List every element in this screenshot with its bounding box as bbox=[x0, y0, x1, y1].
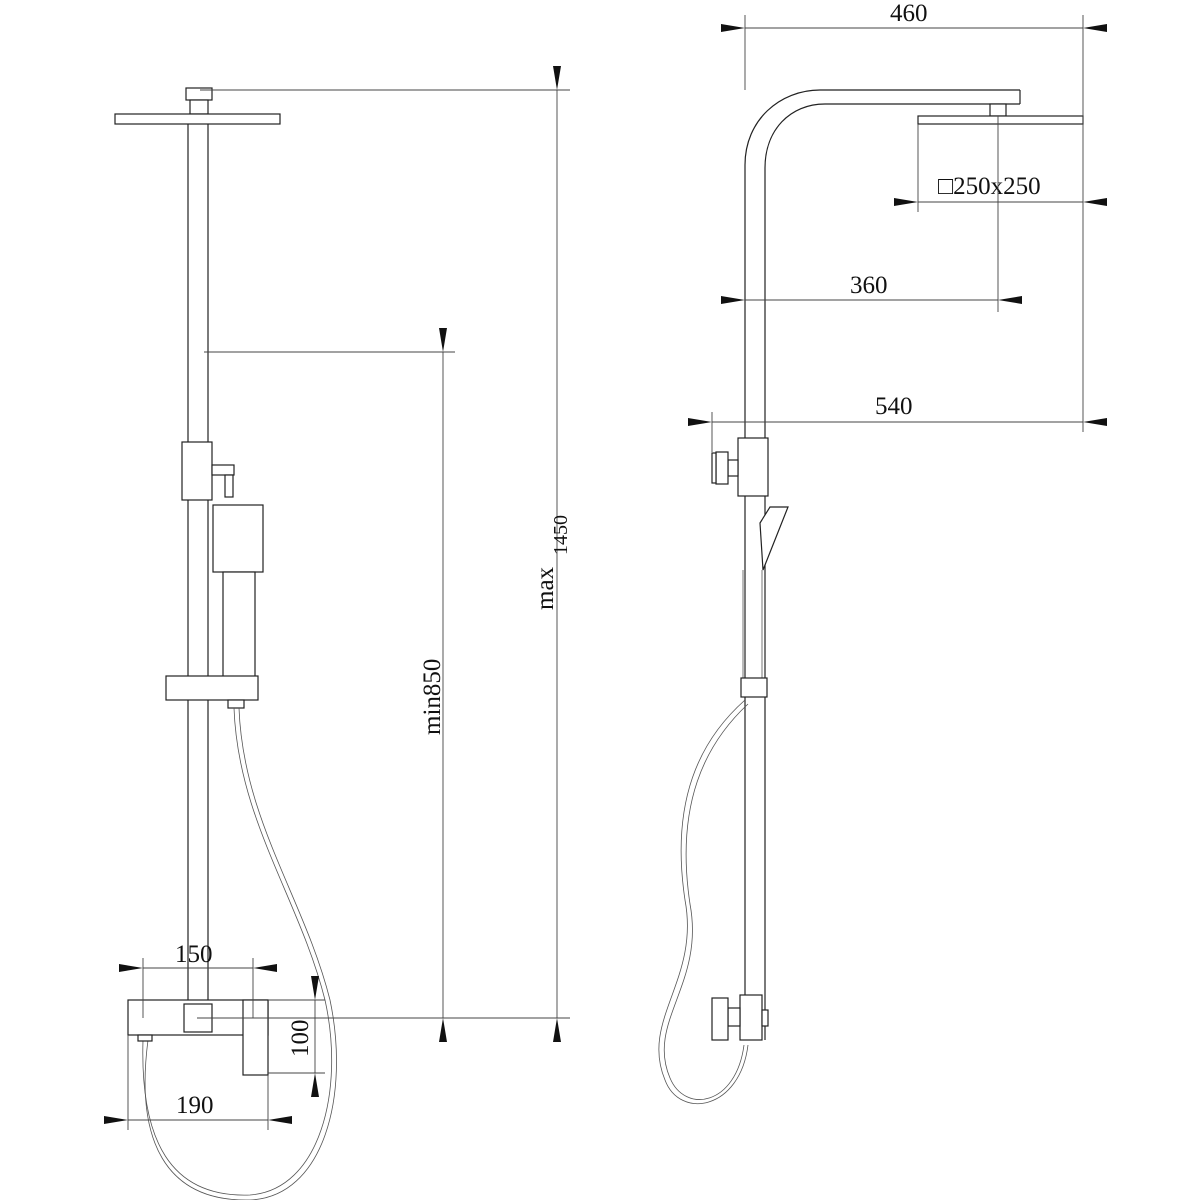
rain-shower-head bbox=[917, 115, 1084, 125]
front-view: max 1450 min850 150 100 190 bbox=[104, 66, 572, 1200]
diverter-lever bbox=[211, 464, 235, 476]
hand-shower-handle bbox=[222, 571, 256, 679]
min-height-label: min850 bbox=[419, 659, 446, 735]
shower-hose bbox=[142, 707, 333, 1196]
max-value: 1450 bbox=[550, 515, 572, 555]
mixer-height-label: 100 bbox=[287, 1020, 314, 1058]
mixer-handle bbox=[242, 999, 269, 1076]
side-view: 460 □250x250 360 540 bbox=[658, 0, 1107, 1104]
riser-arm-inner bbox=[764, 103, 1020, 1040]
riser-arm-outer bbox=[744, 89, 1020, 1040]
diverter-knob-face bbox=[711, 452, 717, 484]
mixer-valve bbox=[739, 994, 763, 1041]
diverter-block bbox=[737, 437, 769, 497]
slide-holder bbox=[165, 675, 259, 701]
head-connector bbox=[189, 99, 209, 115]
hand-shower-head bbox=[212, 504, 264, 573]
diverter-neck bbox=[727, 459, 739, 477]
shower-hose-outer bbox=[663, 703, 749, 1100]
shower-hose-outer bbox=[144, 707, 337, 1200]
slide-holder bbox=[740, 677, 768, 698]
hose-outlet bbox=[137, 1034, 153, 1042]
mixer-width-label: 190 bbox=[176, 1092, 214, 1119]
depth-label: 540 bbox=[875, 393, 913, 420]
spacing-label: 150 bbox=[175, 941, 213, 968]
mixer-outlet bbox=[761, 1009, 769, 1027]
shower-hose bbox=[658, 699, 749, 1104]
head-connector bbox=[989, 103, 1007, 117]
mixer-neck bbox=[727, 1007, 741, 1027]
hand-shower-head bbox=[759, 506, 789, 571]
arm-reach-label: 360 bbox=[850, 272, 888, 299]
hose-connector bbox=[227, 699, 245, 709]
projection-label: 460 bbox=[890, 0, 928, 27]
diverter-handle bbox=[224, 474, 234, 498]
max-label: max bbox=[532, 566, 559, 610]
diverter-knob bbox=[715, 451, 729, 485]
diverter-block bbox=[181, 441, 213, 501]
mixer-knob bbox=[711, 997, 729, 1041]
rain-shower-head bbox=[114, 113, 281, 125]
head-size-label: □250x250 bbox=[938, 173, 1041, 200]
